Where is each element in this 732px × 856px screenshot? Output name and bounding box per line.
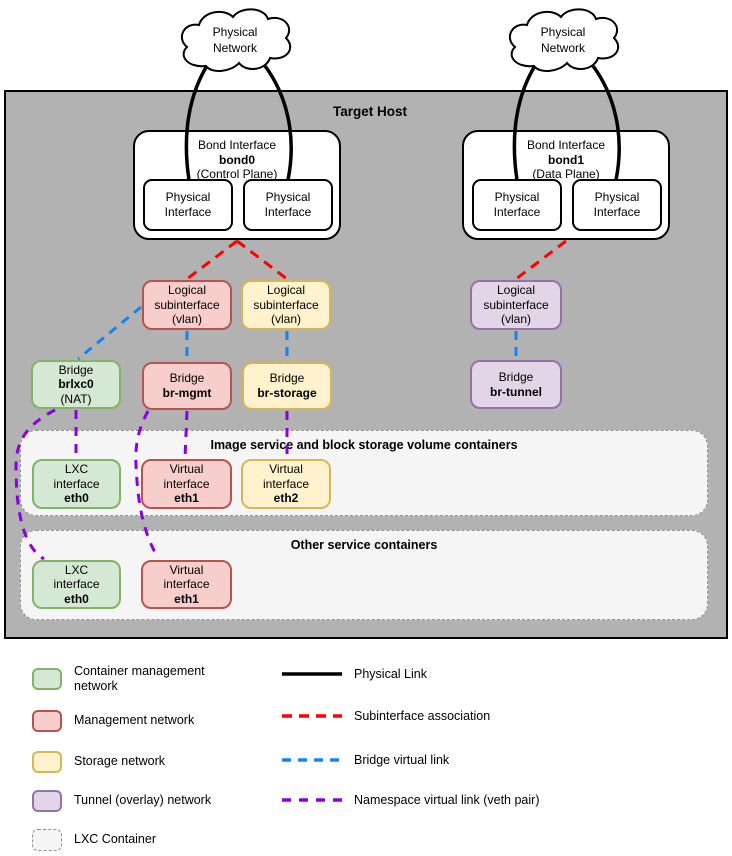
interface-type: Virtual interface [262,462,310,491]
bridge-br-tunnel-box: Bridge br-tunnel [470,360,562,409]
interface-name: eth1 [174,491,199,506]
bridge-br-mgmt-box: Bridge br-mgmt [142,362,232,410]
c2-lxc-eth0-box: LXC interface eth0 [32,560,121,609]
bridge-br-storage-box: Bridge br-storage [242,362,332,410]
interface-type: LXC interface [53,562,100,592]
c2-virtual-eth1-box: Virtual interface eth1 [141,560,232,609]
bridge-title: Bridge [269,371,305,386]
physical-interface-label: Physical Interface [164,190,212,219]
subinterface-label: Logical subinterface (vlan) [154,283,220,327]
c1-virtual-eth2-box: Virtual interface eth2 [241,459,331,509]
bridge-title: Bridge [58,362,94,377]
legend-swatch-management [32,710,62,732]
bridge-title: Bridge [169,371,205,386]
lxc-container-other-services: Other service containers [20,530,708,620]
legend-label: Tunnel (overlay) network [74,793,212,807]
legend-swatch-storage [32,751,62,773]
legend-swatch-tunnel [32,790,62,812]
physical-network-label: Physical Network [212,25,258,55]
interface-name: eth1 [174,591,199,606]
physical-interface-box: Physical Interface [472,179,562,231]
bridge-suffix: (NAT) [60,391,92,406]
interface-type: Virtual interface [163,562,210,592]
bond-name: bond1 [548,152,584,167]
c1-virtual-eth1-box: Virtual interface eth1 [141,459,232,509]
bridge-name: br-storage [257,386,317,400]
bond-title: Bond Interface [526,138,606,152]
legend-label: Management network [74,713,195,727]
bridge-brlxc0-box: Bridge brlxc0 (NAT) [31,360,121,409]
subinterface-label: Logical subinterface (vlan) [483,283,549,327]
bridge-title: Bridge [498,369,534,384]
physical-interface-label: Physical Interface [493,190,541,219]
bridge-name: brlxc0 [58,377,94,392]
legend-label: Container management network [74,664,205,693]
physical-interface-box: Physical Interface [243,179,333,231]
legend-line-samples [282,672,342,802]
subinterface-label: Logical subinterface (vlan) [253,283,319,327]
bridge-name: br-tunnel [490,384,542,399]
physical-interface-label: Physical Interface [264,190,312,219]
legend-swatch-container-management [32,668,62,690]
bridge-name: br-mgmt [162,386,212,400]
interface-type: Virtual interface [163,462,210,491]
subinterface-mgmt-box: Logical subinterface (vlan) [142,280,232,330]
interface-type: LXC interface [53,462,100,491]
c1-lxc-eth0-box: LXC interface eth0 [32,459,121,509]
legend-label: Subinterface association [354,709,491,723]
container-title: Image service and block storage volume c… [210,438,518,452]
legend-label: Namespace virtual link (veth pair) [354,793,540,807]
bond-title: Bond Interface [197,138,277,152]
lxc-container-image-storage: Image service and block storage volume c… [20,430,708,516]
physical-interface-label: Physical Interface [593,190,641,219]
interface-name: eth2 [273,491,299,506]
legend-label: LXC Container [74,832,156,846]
bond-plane: (Data Plane) [532,167,600,182]
interface-name: eth0 [64,491,89,506]
physical-network-label: Physical Network [540,25,586,55]
physical-interface-box: Physical Interface [572,179,662,231]
subinterface-tunnel-box: Logical subinterface (vlan) [470,280,562,330]
legend-label: Bridge virtual link [354,753,450,767]
legend-swatch-lxc-container [32,829,62,851]
legend-label: Storage network [74,754,166,768]
interface-name: eth0 [64,591,89,606]
physical-interface-box: Physical Interface [143,179,233,231]
subinterface-storage-box: Logical subinterface (vlan) [241,280,331,330]
bond-name: bond0 [219,152,255,167]
legend-label: Physical Link [354,667,427,681]
target-host-title: Target Host [332,104,407,119]
container-title: Other service containers [290,538,438,552]
